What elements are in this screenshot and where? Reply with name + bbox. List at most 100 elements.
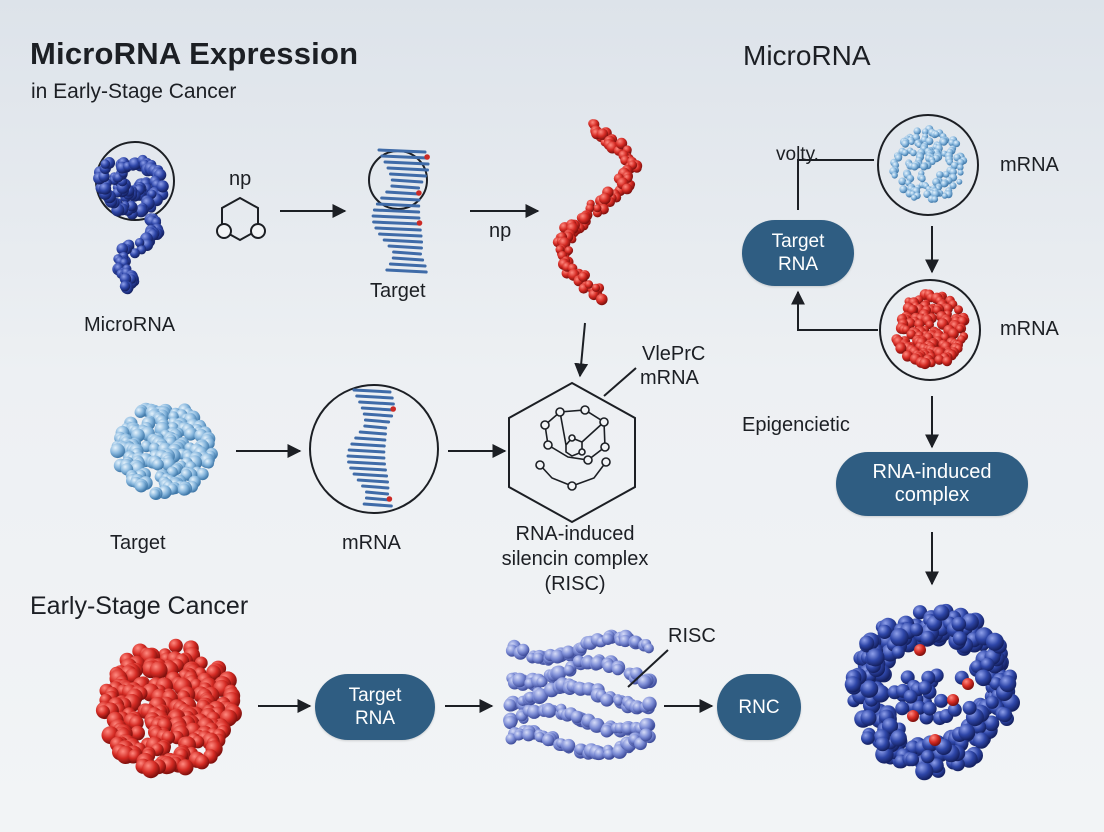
protein-bead	[562, 738, 576, 753]
mrna-helix	[309, 384, 439, 514]
sphere-bead	[130, 725, 146, 741]
cluster-bead	[901, 149, 909, 157]
helix-strand	[347, 448, 386, 454]
ring-bead	[922, 701, 937, 716]
microrna-hairpin-molecule	[93, 141, 175, 295]
rna-induced-complex-line2: complex	[894, 484, 970, 506]
protein-bead	[642, 696, 657, 711]
cluster-bead	[933, 131, 940, 138]
helix-strand	[372, 220, 421, 226]
helix-strand	[350, 442, 386, 448]
np-ring-icon	[216, 196, 266, 242]
helix-strand	[371, 214, 421, 220]
ring-bead	[985, 695, 999, 709]
protein-bead	[533, 688, 549, 704]
coil-bead	[593, 204, 602, 213]
periwinkle-folded-protein	[503, 629, 657, 761]
protein-bead	[570, 710, 584, 724]
ring-bead	[973, 732, 990, 749]
sphere-bead	[184, 427, 197, 441]
cluster-bead	[957, 169, 964, 176]
ring-bead	[934, 693, 949, 708]
label-vleprc-mrna: mRNA	[640, 367, 699, 389]
label-np-arrow: np	[489, 220, 512, 242]
helix-strand	[387, 244, 423, 250]
helix-strand	[390, 184, 421, 190]
ring-bead	[961, 613, 979, 631]
ring-red-bead	[907, 710, 919, 722]
ring-bead	[881, 717, 899, 735]
label-microrna: MicroRNA	[84, 314, 176, 336]
protein-bead	[639, 718, 654, 733]
cluster-bead	[895, 342, 907, 354]
helix-strand	[360, 406, 395, 412]
protein-bead	[550, 649, 565, 664]
helix-strand	[380, 196, 421, 202]
helix-strand	[355, 394, 394, 400]
helix-strand	[372, 208, 421, 214]
sphere-bead	[149, 488, 161, 500]
cluster-bead	[949, 168, 957, 176]
protein-bead	[613, 695, 624, 706]
label-target-helix: Target	[370, 280, 426, 302]
target-rna-right-line2: RNA	[777, 254, 819, 275]
helix-strand	[390, 178, 424, 184]
microrna-bead	[99, 182, 112, 195]
ring-bead	[962, 700, 977, 715]
helix-strand	[386, 166, 429, 172]
coil-bead	[578, 271, 589, 282]
sphere-bead	[194, 754, 210, 770]
sphere-bead	[203, 458, 215, 469]
ring-bead	[985, 632, 1004, 651]
cluster-bead	[908, 139, 915, 146]
target-rna-bottom-line1: Target	[348, 685, 402, 706]
ring-bead	[921, 749, 935, 764]
ring-bead	[999, 675, 1017, 693]
protein-bead	[643, 643, 654, 654]
ring-bead	[905, 752, 920, 767]
helix-strand-mark	[386, 496, 393, 502]
coil-bead	[596, 128, 609, 140]
helix-strand	[364, 496, 391, 502]
leader-risc	[627, 649, 669, 688]
helix-strand	[347, 460, 386, 466]
page-subtitle: in Early-Stage Cancer	[31, 80, 237, 103]
protein-bead	[522, 728, 535, 742]
protein-bead	[619, 634, 632, 648]
cluster-bead	[894, 154, 903, 162]
ring-bead	[875, 736, 890, 752]
cluster-bead	[921, 128, 929, 135]
label-mrna-helix: mRNA	[342, 532, 401, 554]
protein-bead	[517, 643, 530, 657]
helix-strand	[352, 472, 389, 478]
arrow-loop-back	[791, 290, 878, 331]
helix-strand	[363, 418, 391, 424]
helix-strand	[380, 154, 429, 160]
risc-hexagon	[508, 381, 636, 524]
helix-strand	[349, 466, 387, 472]
microrna-bead	[156, 180, 169, 193]
helix-strand	[362, 502, 393, 508]
ring-red-bead	[962, 678, 974, 690]
helix-strand	[362, 412, 394, 418]
red-coil-molecule	[552, 119, 643, 306]
protein-bead	[536, 676, 548, 688]
cluster-bead	[919, 357, 931, 370]
ring-bead	[952, 631, 968, 646]
protein-bead	[527, 704, 542, 719]
protein-bead	[612, 663, 624, 676]
ring-bead	[909, 623, 924, 637]
label-volty: volty.	[776, 144, 819, 165]
protein-bead	[513, 730, 525, 741]
cluster-bead	[936, 171, 944, 179]
cluster-bead	[929, 159, 936, 166]
rna-induced-complex-line1: RNA-induced	[872, 461, 992, 483]
helix-strand-mark	[390, 406, 397, 412]
cluster-bead	[910, 149, 917, 157]
ring-red-bead	[947, 694, 959, 706]
coil-bead	[599, 192, 611, 205]
ring-bead	[980, 657, 995, 672]
ring-bead	[917, 680, 932, 695]
helix-strand	[385, 268, 428, 274]
